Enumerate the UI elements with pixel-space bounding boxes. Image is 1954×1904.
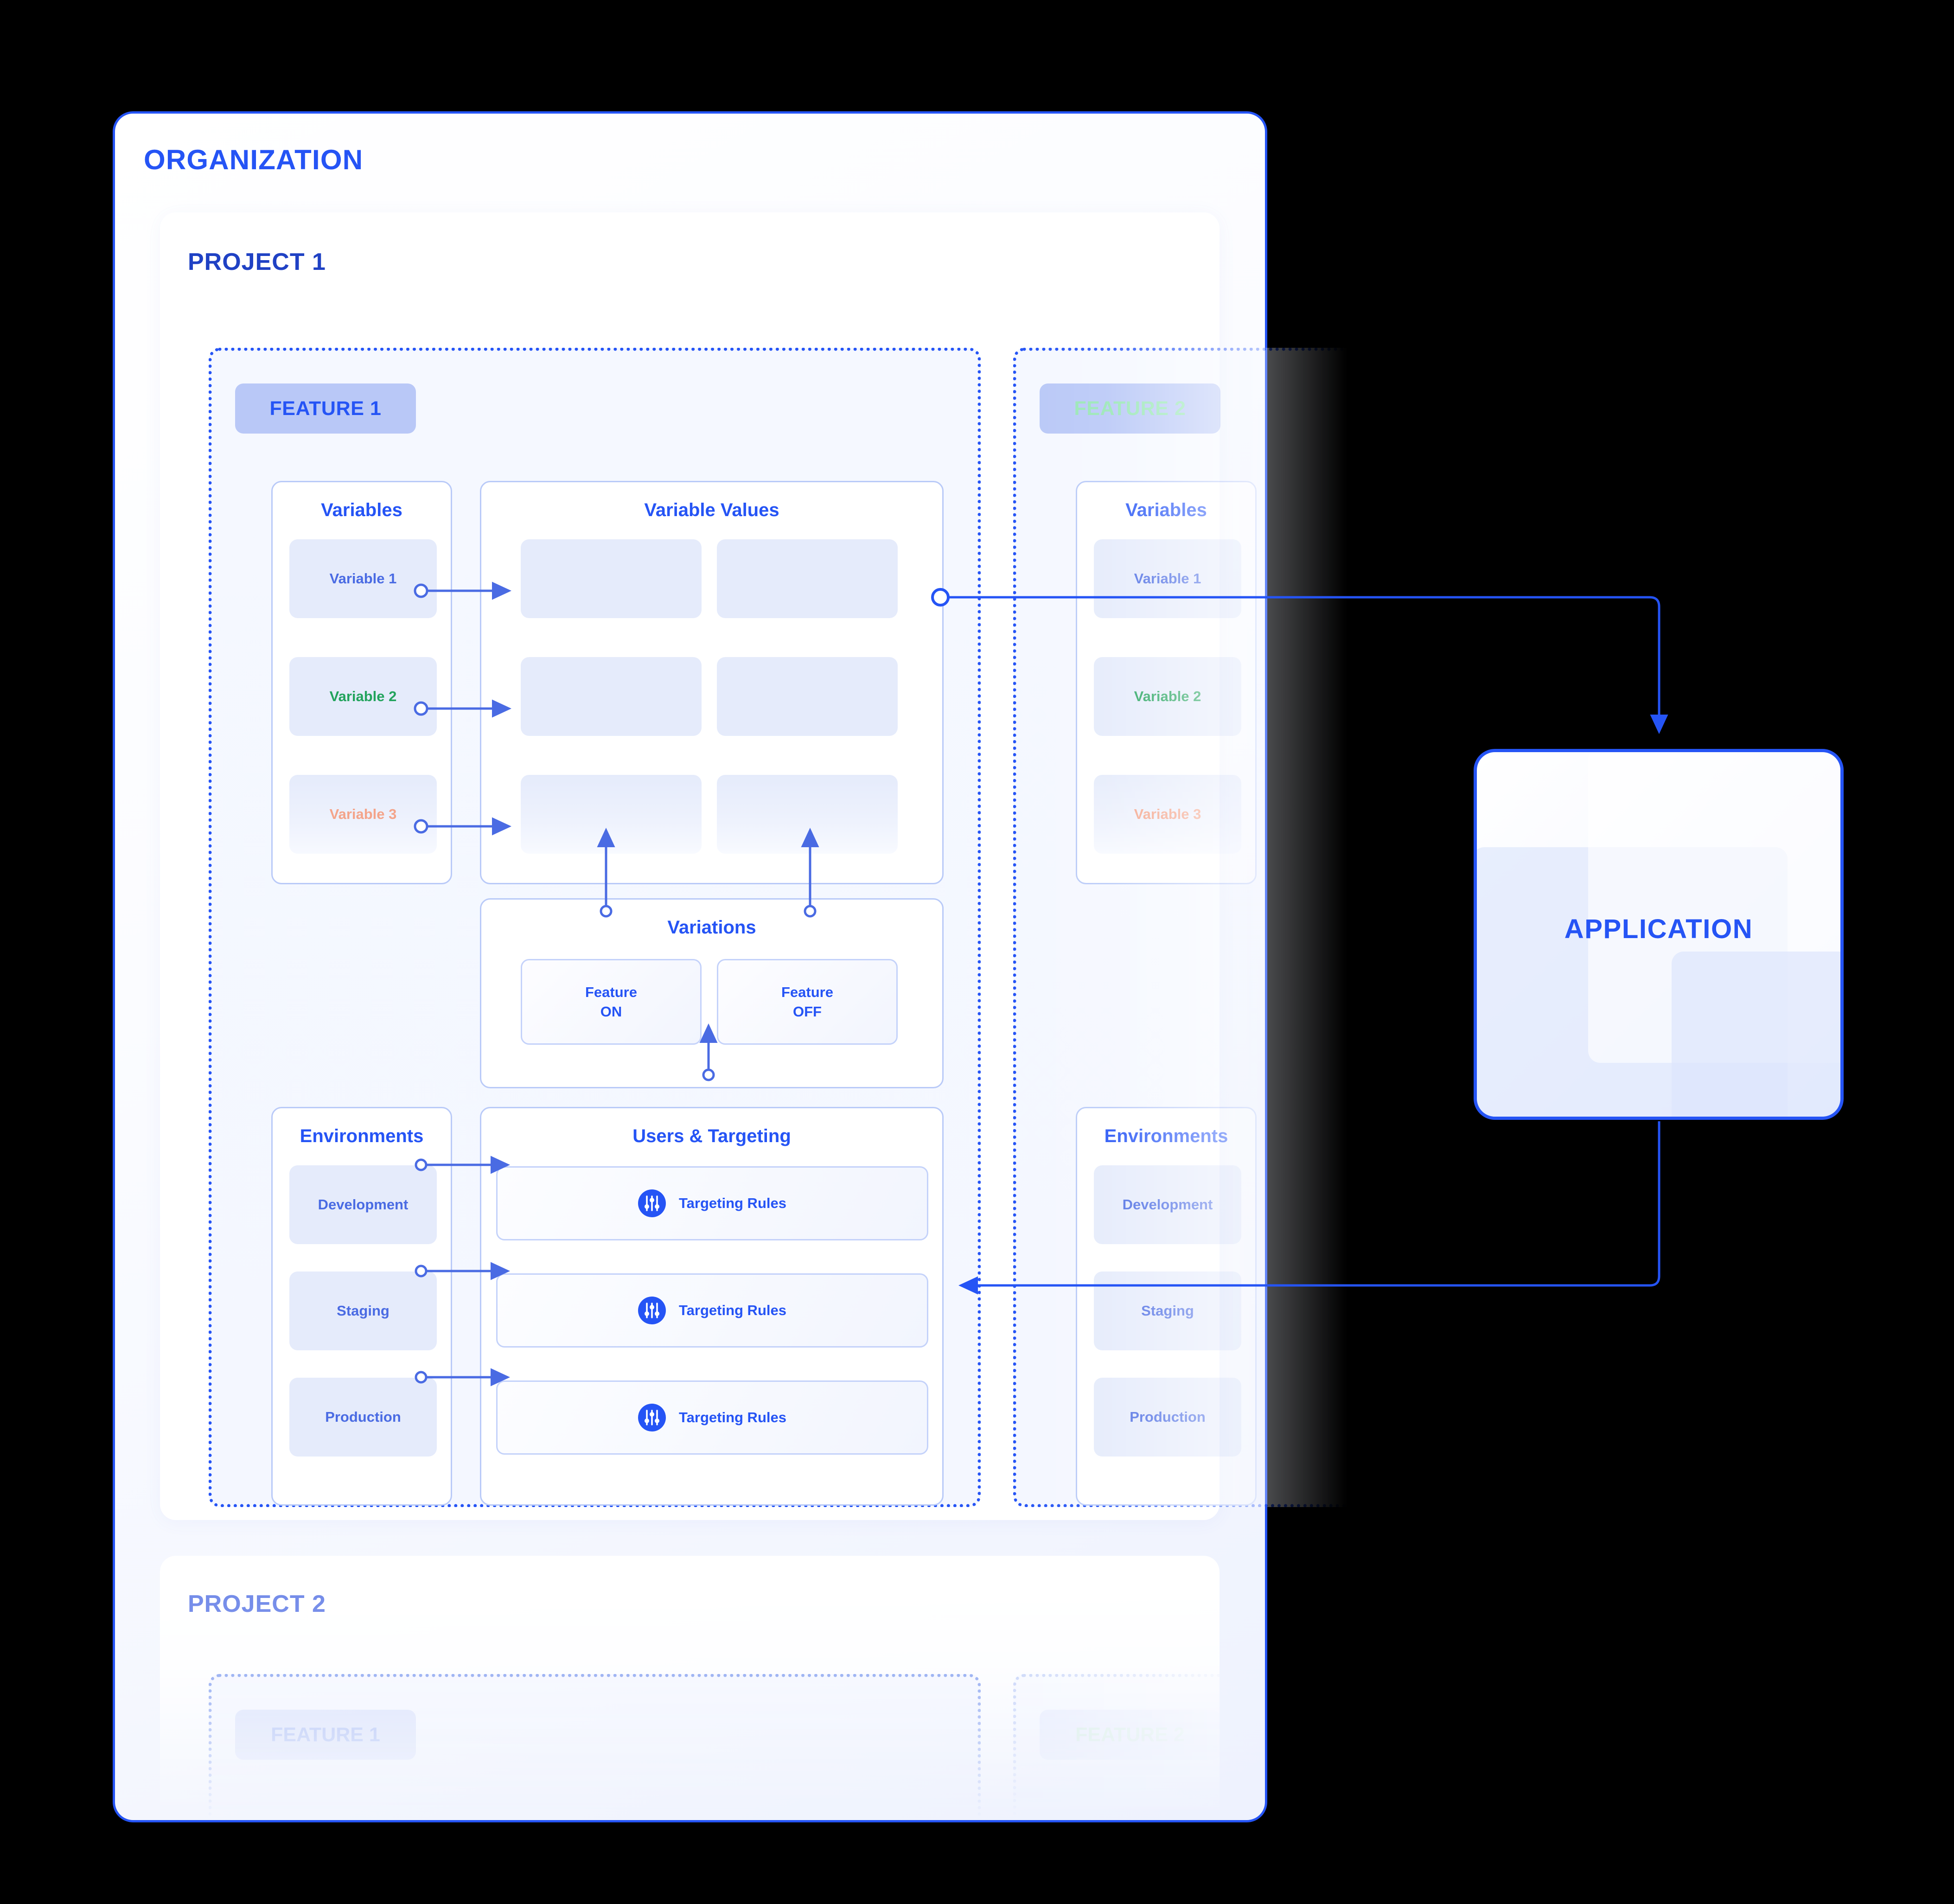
variation-on-line1: Feature xyxy=(585,984,637,1000)
targeting-rule-label: Targeting Rules xyxy=(679,1409,786,1425)
variable-3-chip[interactable]: Variable 3 xyxy=(289,775,437,854)
feature-2-environments-title: Environments xyxy=(1104,1126,1228,1146)
environments-title: Environments xyxy=(300,1126,424,1146)
project-2-card: PROJECT 2 FEATURE 1 FEATURE 2 xyxy=(160,1556,1220,1843)
environment-staging[interactable]: Staging xyxy=(289,1271,437,1350)
feature-1-badge[interactable]: FEATURE 1 xyxy=(235,383,416,434)
variables-title: Variables xyxy=(321,500,402,520)
project-1-title: PROJECT 1 xyxy=(188,249,326,275)
users-targeting-panel: Users & Targeting Tar xyxy=(480,1107,944,1506)
variation-off-line2: OFF xyxy=(793,1003,822,1020)
feature-2-variable-3: Variable 3 xyxy=(1094,775,1241,854)
variation-feature-off[interactable]: Feature OFF xyxy=(717,959,898,1045)
feature-2-variable-2: Variable 2 xyxy=(1094,657,1241,736)
feature-2-environment-production: Production xyxy=(1094,1378,1241,1457)
variables-panel: Variables Variable 1 Variable 2 Variable… xyxy=(271,481,452,884)
targeting-rule-row[interactable]: Targeting Rules xyxy=(496,1166,928,1240)
variable-values-panel: Variable Values xyxy=(480,481,944,884)
application-card: APPLICATION xyxy=(1474,749,1844,1120)
project-2-feature-1-container: FEATURE 1 xyxy=(209,1674,981,1827)
environments-panel: Environments Development Staging Product… xyxy=(271,1107,452,1506)
variable-value-cell[interactable] xyxy=(521,539,702,618)
feature-2-badge: FEATURE 2 xyxy=(1040,383,1220,434)
targeting-rule-label: Targeting Rules xyxy=(679,1302,786,1318)
users-targeting-title: Users & Targeting xyxy=(632,1126,791,1146)
decorative-rect xyxy=(1672,952,1840,1117)
project-2-feature-1-badge: FEATURE 1 xyxy=(235,1710,416,1760)
targeting-rule-row[interactable]: Targeting Rules xyxy=(496,1273,928,1348)
variations-title: Variations xyxy=(667,917,756,938)
feature-1-container: FEATURE 1 Variables Variable 1 Variable … xyxy=(209,348,981,1507)
sliders-icon xyxy=(638,1297,666,1324)
environment-development[interactable]: Development xyxy=(289,1165,437,1244)
feature-2-variables-title: Variables xyxy=(1125,500,1207,520)
variable-value-cell[interactable] xyxy=(717,539,898,618)
sliders-icon xyxy=(638,1404,666,1431)
variation-feature-on[interactable]: Feature ON xyxy=(521,959,702,1045)
environment-production[interactable]: Production xyxy=(289,1378,437,1457)
feature-2-variable-1: Variable 1 xyxy=(1094,539,1241,618)
variable-value-cell[interactable] xyxy=(521,775,702,854)
project-2-title: PROJECT 2 xyxy=(188,1591,326,1617)
variable-value-cell[interactable] xyxy=(521,657,702,736)
project-2-feature-2-container: FEATURE 2 xyxy=(1013,1674,1220,1827)
targeting-rule-row[interactable]: Targeting Rules xyxy=(496,1380,928,1455)
variable-value-cell[interactable] xyxy=(717,775,898,854)
feature-2-environment-development: Development xyxy=(1094,1165,1241,1244)
variable-2-chip[interactable]: Variable 2 xyxy=(289,657,437,736)
feature-2-variables-panel: Variables Variable 1 Variable 2 Variable… xyxy=(1076,481,1257,884)
sliders-icon xyxy=(638,1189,666,1217)
organization-title: ORGANIZATION xyxy=(144,144,364,175)
feature-2-environment-staging: Staging xyxy=(1094,1271,1241,1350)
variation-off-line1: Feature xyxy=(781,984,833,1000)
application-title: APPLICATION xyxy=(1564,914,1753,944)
project-2-feature-2-badge: FEATURE 2 xyxy=(1040,1710,1220,1760)
variable-value-cell[interactable] xyxy=(717,657,898,736)
feature-2-environments-panel: Environments Development Staging Product… xyxy=(1076,1107,1257,1506)
targeting-rule-label: Targeting Rules xyxy=(679,1195,786,1211)
variable-1-chip[interactable]: Variable 1 xyxy=(289,539,437,618)
variation-on-line2: ON xyxy=(600,1003,622,1020)
variable-values-title: Variable Values xyxy=(644,500,779,520)
variations-panel: Variations Feature ON Feature OFF xyxy=(480,898,944,1088)
feature-2-container: FEATURE 2 Variables Variable 1 Variable … xyxy=(1013,348,1477,1507)
